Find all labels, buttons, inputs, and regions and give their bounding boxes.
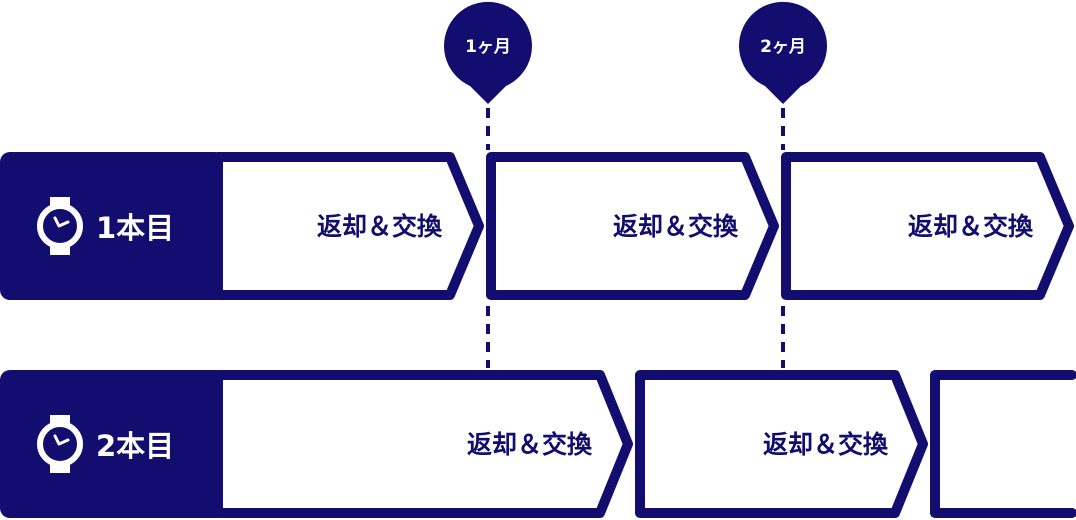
month-1-marker: 1ヶ月 [444, 1, 533, 105]
row-2-segment-2-label: 返却＆交換 [763, 430, 889, 459]
row-1-segment-3 [781, 152, 1074, 300]
row-1-segment-3-label: 返却＆交換 [908, 212, 1034, 241]
month-1-marker-label: 1ヶ月 [465, 37, 511, 57]
month-2-marker-label: 2ヶ月 [760, 37, 806, 57]
watch-icon [37, 415, 83, 473]
row-1-label: 1本目 [96, 211, 174, 245]
row-1-segment-2-label: 返却＆交換 [613, 212, 739, 241]
row-1-segment-2 [486, 152, 779, 300]
row-1-segment-1-label: 返却＆交換 [317, 212, 443, 241]
row-2-label: 2本目 [96, 429, 174, 463]
row-2-segment-3 [930, 370, 1076, 518]
row-1-segment-1 [213, 152, 484, 300]
watch-icon [37, 197, 83, 255]
row-2-segment-1-label: 返却＆交換 [467, 430, 593, 459]
row-2: 2本目 返却＆交換 返却＆交換 [0, 370, 1076, 518]
row-1-header [0, 152, 225, 300]
month-2-marker: 2ヶ月 [739, 1, 827, 104]
row-1: 1本目 返却＆交換 返却＆交換 返却＆交換 [0, 152, 1074, 300]
row-2-header [0, 370, 225, 518]
row-2-segment-1 [213, 370, 633, 518]
row-2-segment-2 [635, 370, 928, 518]
